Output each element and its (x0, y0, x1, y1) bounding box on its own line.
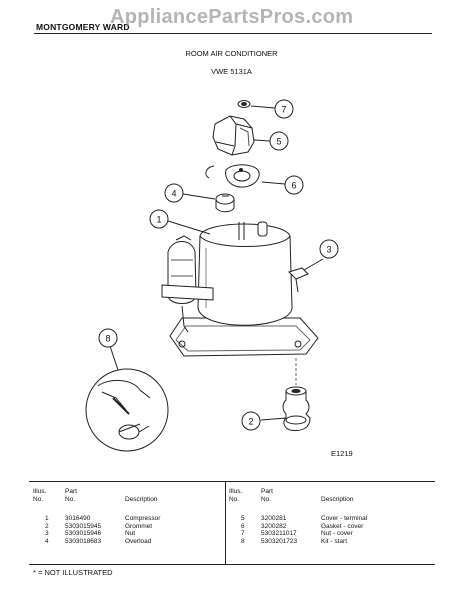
svg-text:1: 1 (156, 215, 161, 225)
part-description: Gasket - cover (321, 522, 364, 530)
footnote-not-illustrated: * = NOT ILLUSTRATED (33, 568, 113, 577)
svg-text:3: 3 (326, 245, 331, 255)
svg-text:5: 5 (276, 137, 281, 147)
callout-7: 7 (274, 99, 294, 119)
page-title: ROOM AIR CONDITIONER (185, 49, 278, 58)
table-row: 6 (241, 522, 245, 530)
nut-part (288, 267, 309, 293)
model-number: VWE 5131A (211, 67, 252, 76)
part-number: 3200281 (261, 515, 287, 522)
table-row: 5 (241, 515, 245, 522)
watermark: AppliancePartsPros.com (110, 6, 354, 28)
svg-text:4: 4 (171, 189, 176, 199)
table-divider (225, 482, 226, 564)
part-number: 5303201723 (261, 537, 298, 545)
table-row: 1 (45, 515, 49, 522)
header-rule (34, 33, 432, 34)
part-number: 3016490 (65, 515, 91, 522)
part-description: Grommet (125, 522, 153, 530)
svg-text:6: 6 (291, 181, 296, 191)
svg-text:8: 8 (105, 334, 110, 344)
svg-text:2: 2 (248, 417, 253, 427)
part-description: Compressor (125, 515, 161, 522)
table-row: 4 (45, 537, 49, 545)
header-description-left: Description (125, 496, 158, 503)
compressor-part (161, 221, 319, 357)
table-row: 8 (241, 537, 245, 545)
exploded-parts-diagram: 7 5 6 4 1 3 8 2 (85, 99, 339, 452)
table-row: 2 (45, 522, 49, 530)
table-row: 3 (45, 530, 49, 537)
header-brand: MONTGOMERY WARD (36, 22, 130, 32)
part-description: Cover - terminal (321, 515, 368, 522)
part-description: Kit - start (321, 537, 348, 545)
part-number: 5303015945 (65, 522, 102, 530)
grommet-part (282, 386, 311, 431)
overload-part (215, 193, 235, 213)
header-illus-left: Illus.No. (33, 488, 47, 503)
header-description-right: Description (321, 496, 354, 503)
part-number: 5303015946 (65, 530, 102, 537)
start-kit-part (85, 368, 169, 452)
nut-cover-part (237, 100, 251, 108)
figure-code: E1219 (331, 449, 353, 458)
callout-1: 1 (149, 209, 169, 229)
callout-5: 5 (269, 131, 289, 151)
callout-4: 4 (164, 183, 184, 203)
callout-8: 8 (98, 328, 118, 348)
gasket-cover-part (205, 164, 260, 188)
part-description: Overload (125, 537, 152, 545)
callout-2: 2 (241, 411, 261, 431)
part-description: Nut - cover (321, 530, 353, 537)
part-number: 5303211017 (261, 530, 297, 537)
part-number: 5303018683 (65, 537, 102, 545)
callout-6: 6 (284, 175, 304, 195)
header-illus-right: Illus.No. (229, 488, 243, 503)
terminal-cover-part (212, 115, 255, 156)
table-row: 7 (241, 530, 245, 537)
callout-3: 3 (319, 239, 339, 259)
part-description: Nut (125, 530, 136, 537)
part-number: 3200282 (261, 522, 287, 530)
svg-text:7: 7 (281, 105, 286, 115)
